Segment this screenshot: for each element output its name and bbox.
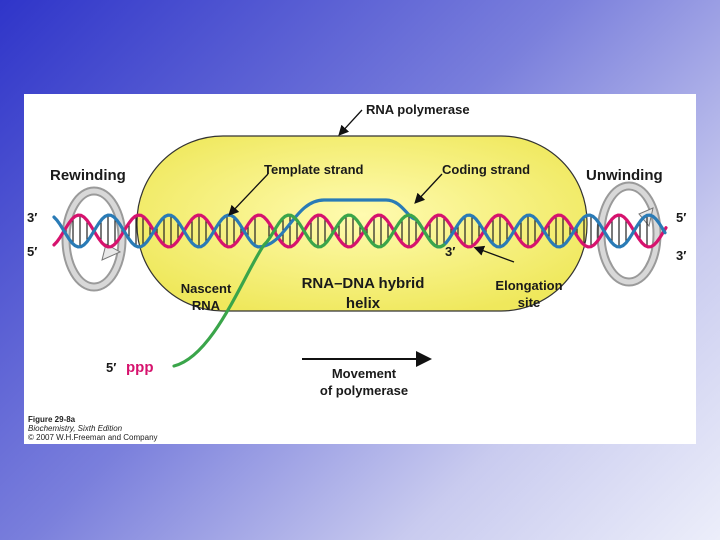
figure-caption: Figure 29-8a Biochemistry, Sixth Edition… xyxy=(28,415,158,442)
rna-3prime-label: 3′ xyxy=(445,244,455,259)
movement-label-line1: Movement xyxy=(332,366,397,381)
caption-copyright: © 2007 W.H.Freeman and Company xyxy=(28,433,158,442)
nascent-rna-strand xyxy=(172,213,446,368)
hybrid-helix-label-line2: helix xyxy=(346,295,381,312)
template-strand xyxy=(52,213,668,249)
caption-book-title: Biochemistry, Sixth Edition xyxy=(28,424,123,433)
elongation-site-arrow xyxy=(473,245,515,263)
hybrid-helix-label-line1: RNA–DNA hybrid xyxy=(302,275,425,292)
figure-panel: RNA polymerase Rewinding Unwinding Templ… xyxy=(24,94,696,444)
right-bottom-end-label: 3′ xyxy=(676,248,686,263)
movement-label-line2: of polymerase xyxy=(320,383,408,398)
ppp-label: ppp xyxy=(126,359,154,376)
left-top-end-label: 3′ xyxy=(27,210,37,225)
coding-strand-label: Coding strand xyxy=(442,162,530,177)
nascent-rna-label-line2: RNA xyxy=(192,298,221,313)
template-strand-label: Template strand xyxy=(264,162,364,177)
transcription-diagram: RNA polymerase Rewinding Unwinding Templ… xyxy=(27,102,686,398)
elongation-site-label-line1: Elongation xyxy=(495,278,562,293)
caption-figure-number: Figure 29-8a xyxy=(28,415,76,424)
five-prime-label: 5′ xyxy=(106,360,116,375)
rna-polymerase-arrow xyxy=(338,109,363,136)
unwinding-label: Unwinding xyxy=(586,167,663,184)
left-bottom-end-label: 5′ xyxy=(27,244,37,259)
coding-strand xyxy=(52,198,667,249)
template-strand-arrow xyxy=(228,173,269,216)
elongation-site-label-line2: site xyxy=(518,295,540,310)
rna-polymerase-label: RNA polymerase xyxy=(366,102,470,117)
rewinding-label: Rewinding xyxy=(50,167,126,184)
unwinding-ring xyxy=(596,181,662,287)
coding-strand-arrow xyxy=(414,173,443,204)
right-top-end-label: 5′ xyxy=(676,210,686,225)
rewinding-ring xyxy=(61,186,127,292)
nascent-rna-label-line1: Nascent xyxy=(181,281,232,296)
